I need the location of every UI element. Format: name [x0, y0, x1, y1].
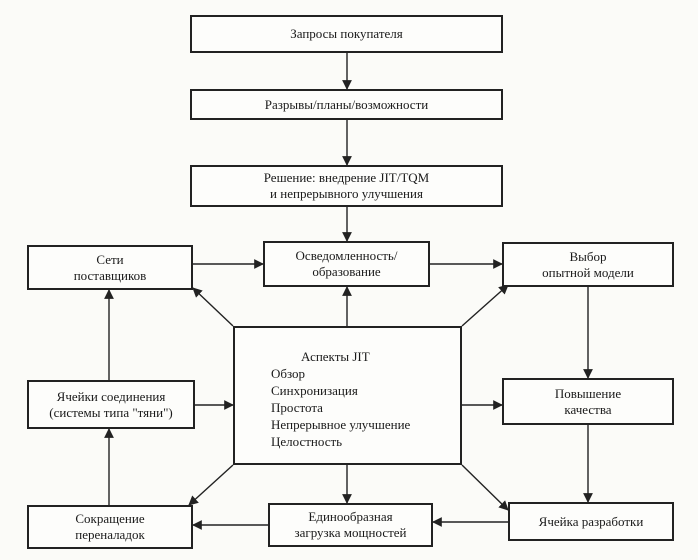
aspect-item: Простота: [271, 400, 323, 415]
box-label: Сокращение: [75, 511, 145, 526]
box-connection-cells: Ячейки соединения (системы типа "тяни"): [27, 380, 195, 429]
arrow-center-to-pilot: [461, 284, 509, 327]
box-setup-reduction: Сокращение переналадок: [27, 505, 193, 549]
center-title: Аспекты JIT: [301, 349, 370, 364]
box-label: Выбор: [569, 248, 607, 264]
box-supplier-networks: Сети поставщиков: [27, 245, 193, 290]
box-quality-improvement: Повышение качества: [502, 378, 674, 425]
box-awareness: Осведомленность/ образование: [263, 241, 430, 287]
box-label: Сети: [96, 251, 124, 267]
box-customer-requests: Запросы покупателя: [190, 15, 503, 53]
box-gaps-plans: Разрывы/планы/возможности: [190, 89, 503, 120]
box-label: Повышение: [554, 385, 622, 401]
box-uniform-loading: Единообразная загрузка мощностей: [268, 503, 433, 547]
box-jit-aspects: Аспекты JIT Обзор Синхронизация Простота…: [233, 326, 462, 465]
box-label: Ячейки соединения: [56, 388, 166, 404]
arrow-center-to-setup: [188, 464, 234, 506]
box-label: Ячейка разработки: [538, 513, 644, 529]
box-label: Разрывы/планы/возможности: [264, 96, 429, 112]
box-pilot-model: Выбор опытной модели: [502, 242, 674, 287]
box-label: переналадок: [75, 527, 145, 542]
box-label: и непрерывного улучшения: [270, 186, 423, 201]
box-label: Единообразная: [308, 509, 393, 524]
aspect-item: Непрерывное улучшение: [271, 417, 411, 432]
arrow-center-to-suppliers: [192, 287, 234, 327]
arrow-center-to-design: [461, 464, 509, 511]
box-label: качества: [564, 401, 612, 417]
box-label: Решение: внедрение JIT/TQM: [263, 170, 430, 185]
box-label: образование: [312, 264, 381, 279]
aspect-list: Обзор Синхронизация Простота Непрерывное…: [271, 365, 410, 450]
box-label: Запросы покупателя: [290, 26, 403, 41]
box-label: Осведомленность/: [295, 248, 398, 263]
aspect-item: Целостность: [271, 434, 343, 449]
box-label: поставщиков: [73, 267, 147, 283]
box-label: загрузка мощностей: [294, 525, 407, 540]
box-label: опытной модели: [542, 264, 634, 280]
box-label: (системы типа "тяни"): [49, 404, 173, 420]
box-design-cell: Ячейка разработки: [508, 502, 674, 541]
aspect-item: Синхронизация: [271, 383, 358, 398]
aspect-item: Обзор: [271, 366, 306, 381]
box-decision: Решение: внедрение JIT/TQM и непрерывног…: [190, 165, 503, 207]
